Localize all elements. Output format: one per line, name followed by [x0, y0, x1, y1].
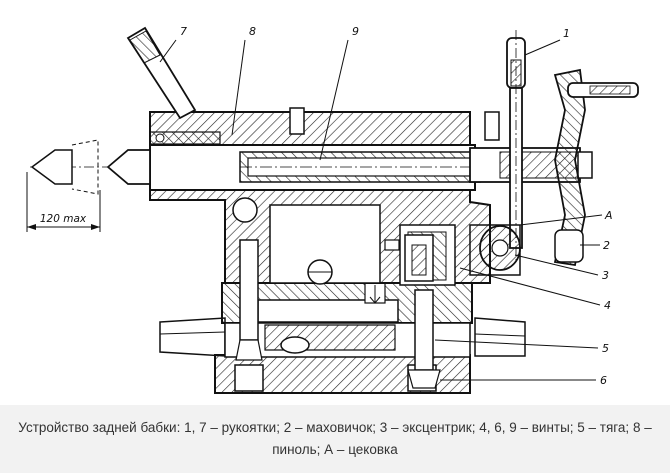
lever-7 [126, 26, 197, 120]
leader-lines [159, 39, 603, 381]
label-6: 6 [600, 374, 607, 387]
label-4: 4 [604, 299, 611, 312]
lathe-bed [159, 317, 526, 357]
dimension-label: 120 max [40, 213, 87, 225]
label-8: 8 [249, 25, 256, 38]
center-tip [30, 139, 151, 195]
handwheel-2 [553, 68, 639, 267]
label-7: 7 [180, 25, 187, 38]
label-a: А [604, 209, 613, 222]
label-9: 9 [352, 25, 359, 38]
label-2: 2 [603, 239, 610, 252]
tailstock-drawing: 120 max [26, 25, 639, 394]
part-labels: 7 8 9 1 А 2 3 4 5 6 [180, 25, 613, 387]
eccentric-3 [469, 224, 521, 276]
screws [235, 234, 441, 389]
handle-1 [506, 30, 526, 260]
figure-caption: Устройство задней бабки: 1, 7 – рукоятки… [0, 405, 670, 473]
label-5: 5 [602, 342, 609, 355]
label-1: 1 [563, 27, 570, 40]
dimension-120-max: 120 max [26, 172, 101, 232]
label-3: 3 [602, 269, 609, 282]
